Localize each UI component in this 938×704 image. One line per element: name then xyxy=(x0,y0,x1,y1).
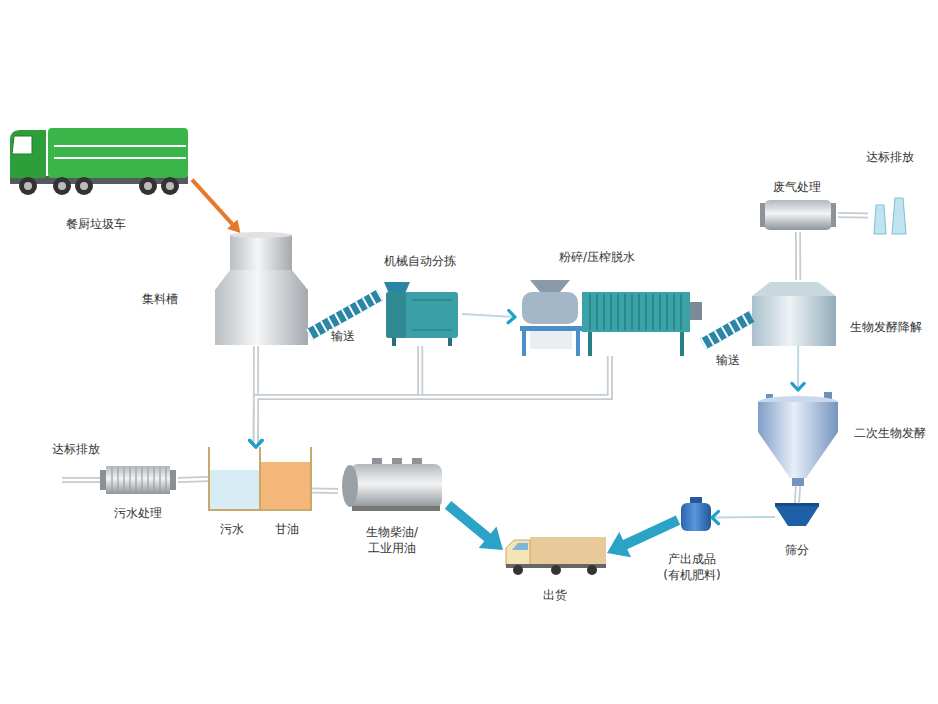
chevron-connector xyxy=(462,311,515,323)
pipe-connector xyxy=(312,490,338,492)
equipment-node: 生物发酵降解 xyxy=(752,280,836,346)
conveyor-label: 输送 xyxy=(329,329,357,345)
pipe-core xyxy=(797,486,798,503)
arrow-line xyxy=(192,180,234,226)
equipment-label: 污水 xyxy=(220,522,244,538)
conveyor-connector xyxy=(703,316,752,344)
outlet-label: 达标排放 xyxy=(52,442,100,458)
equipment-node: 废气处理 xyxy=(758,198,838,232)
pipe-line xyxy=(178,479,208,480)
conveyor-band xyxy=(703,316,752,344)
pipe-connector xyxy=(250,356,610,447)
pipe-connector xyxy=(798,232,799,280)
equipment-node: 污水 xyxy=(208,447,260,511)
pipe-core xyxy=(312,489,338,492)
arrow-head xyxy=(479,527,503,551)
equipment-label: 出货 xyxy=(543,588,567,604)
equipment-label: 粉碎/压榨脱水 xyxy=(559,250,635,266)
equipment-label: 达标排放 xyxy=(866,150,914,166)
conveyor-stripes xyxy=(703,316,752,344)
pipe-line xyxy=(797,486,798,503)
big-connector xyxy=(607,520,678,557)
pipe-connector xyxy=(797,486,798,503)
pipe-core xyxy=(838,214,868,217)
equipment-label: 污水处理 xyxy=(114,506,162,522)
flow-line xyxy=(712,516,775,519)
equipment-node: 机械自动分拣 xyxy=(380,282,462,346)
big-connector xyxy=(448,505,503,550)
equipment-label: 机械自动分拣 xyxy=(384,254,456,270)
equipment-node: 产出成品 (有机肥料) xyxy=(678,496,712,532)
chevron-connector xyxy=(712,511,775,523)
equipment-node: 粉碎/压榨脱水 xyxy=(515,278,703,356)
pipe-line xyxy=(795,232,801,280)
arrow-line xyxy=(448,505,490,540)
flow-line xyxy=(797,346,799,390)
equipment-label: 甘油 xyxy=(275,522,299,538)
equipment-node: 集料槽 xyxy=(215,233,309,346)
equipment-node: 餐厨垃圾车 xyxy=(8,128,192,196)
chevron-head xyxy=(792,383,804,390)
arrow-head xyxy=(607,532,631,557)
pipe-connector xyxy=(838,215,868,217)
pipe-connector xyxy=(178,479,208,480)
equipment-node: 出货 xyxy=(503,532,607,574)
equipment-label: 筛分 xyxy=(785,543,809,559)
equipment-label: 餐厨垃圾车 xyxy=(66,217,126,233)
equipment-label: 生物柴油/ 工业用油 xyxy=(360,525,425,556)
pipe-line xyxy=(838,212,868,219)
equipment-node: 筛分 xyxy=(775,503,819,531)
equipment-node: 达标排放 xyxy=(868,188,912,234)
equipment-node: 生物柴油/ 工业用油 xyxy=(338,458,448,513)
pipe-core xyxy=(178,479,208,480)
equipment-node: 二次生物发酵 xyxy=(755,390,841,486)
chevron-connector xyxy=(792,346,804,390)
conveyor-label: 输送 xyxy=(714,353,742,369)
equipment-label: 二次生物发酵 xyxy=(854,426,926,442)
pipe-core xyxy=(797,232,800,280)
equipment-node: 甘油 xyxy=(260,447,312,511)
arrow-head xyxy=(227,219,240,233)
pipe-line xyxy=(256,356,610,447)
flow-line xyxy=(462,314,515,317)
chevron-head xyxy=(250,440,262,447)
equipment-label: 生物发酵降解 xyxy=(850,320,922,336)
equipment-label: 集料槽 xyxy=(142,292,178,308)
equipment-node: 污水处理 xyxy=(98,463,178,497)
equipment-label: 产出成品 (有机肥料) xyxy=(660,552,725,583)
orange-connector xyxy=(192,180,240,233)
chevron-head xyxy=(508,311,515,323)
arrow-line xyxy=(622,520,678,546)
equipment-label: 废气处理 xyxy=(773,180,821,196)
pipe-line xyxy=(312,488,338,495)
pipe-core xyxy=(256,356,610,447)
chevron-head xyxy=(712,511,719,523)
